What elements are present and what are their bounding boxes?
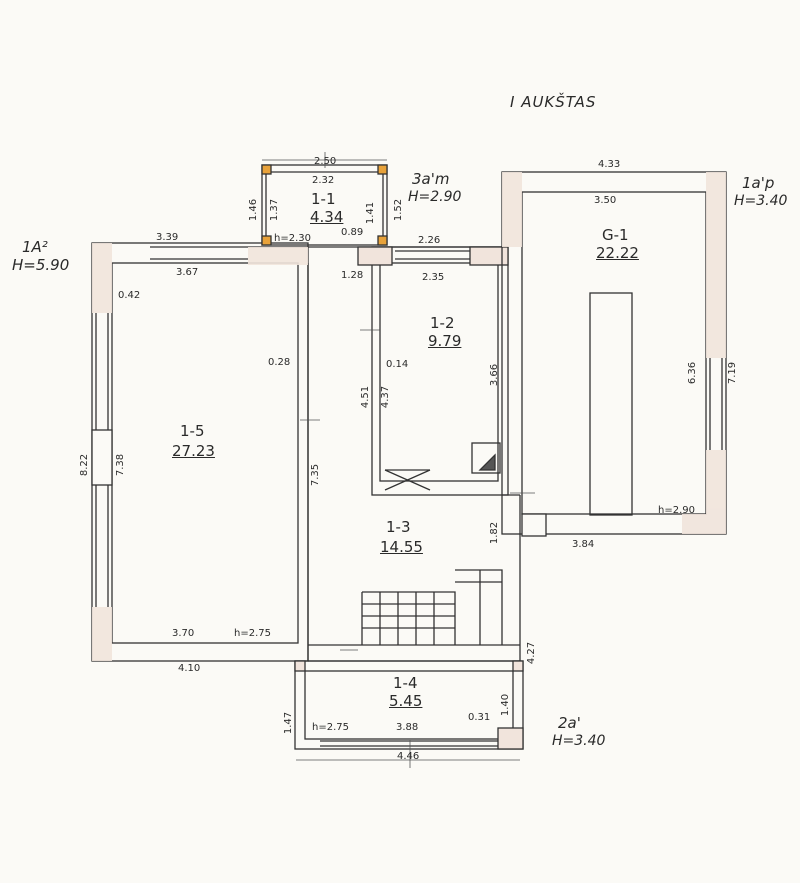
dim-4-33: 4.33 (598, 159, 621, 170)
dim-3-67: 3.67 (176, 267, 199, 278)
room-g-1-area: 22.22 (596, 244, 639, 262)
room-1-3-area: 14.55 (380, 538, 423, 556)
dim-7-35: 7.35 (310, 463, 322, 487)
dim-2-26: 2.26 (418, 235, 441, 246)
dim-7-19: 7.19 (727, 361, 739, 385)
wall-room-1-2 (371, 246, 509, 496)
dim-h-2-75-room: h=2.75 (234, 628, 271, 639)
dim-2-32: 2.32 (312, 175, 335, 186)
dim-8-22: 8.22 (79, 453, 91, 477)
dim-2-50: 2.50 (314, 156, 337, 167)
dim-1-28: 1.28 (341, 270, 364, 281)
dim-3-88: 3.88 (396, 722, 419, 733)
floor-title: I AUKŠTAS (510, 93, 597, 111)
dim-1-82: 1.82 (489, 521, 501, 545)
room-1-2-area: 9.79 (428, 332, 462, 350)
wall-room-1-1 (261, 164, 388, 246)
dim-3-39: 3.39 (156, 232, 179, 243)
dim-3-66: 3.66 (489, 363, 501, 387)
volume-height-3am: H=2.90 (408, 189, 462, 205)
dim-1-46: 1.46 (248, 198, 260, 222)
dim-1-37: 1.37 (269, 198, 281, 222)
room-1-2-code: 1-2 (430, 314, 455, 332)
wall-porch-1-4 (294, 660, 524, 750)
dim-1-40: 1.40 (500, 693, 512, 717)
dim-h-2-75-porch: h=2.75 (312, 722, 349, 733)
room-1-5-code: 1-5 (180, 422, 205, 440)
dim-0-31: 0.31 (468, 712, 491, 723)
room-1-1-area: 4.34 (310, 208, 344, 226)
dim-h-2-90: h=2.90 (658, 505, 695, 516)
dim-3-84: 3.84 (572, 539, 595, 550)
dim-4-51: 4.51 (360, 385, 372, 409)
room-1-1-code: 1-1 (311, 190, 336, 208)
room-g-1-code: G-1 (602, 226, 629, 244)
dim-h-2-30: h=2.30 (274, 233, 311, 244)
dim-7-38: 7.38 (115, 453, 127, 477)
volume-code-1ap: 1a'p (742, 174, 775, 192)
dim-1-52: 1.52 (393, 198, 405, 222)
dim-0-42: 0.42 (118, 290, 141, 301)
volume-height-1ap: H=3.40 (734, 193, 788, 209)
dim-4-37: 4.37 (380, 385, 392, 409)
dim-2-35: 2.35 (422, 272, 445, 283)
dim-3-70: 3.70 (172, 628, 195, 639)
dim-3-50: 3.50 (594, 195, 617, 206)
volume-code-1A2: 1A² (22, 238, 48, 256)
volume-code-2a: 2a' (558, 714, 581, 732)
dim-6-36: 6.36 (687, 361, 699, 385)
dim-4-46: 4.46 (397, 751, 420, 762)
room-1-3-code: 1-3 (386, 518, 411, 536)
volume-code-3am: 3a'm (412, 170, 450, 188)
dim-4-27: 4.27 (526, 641, 538, 665)
room-1-4-code: 1-4 (393, 674, 418, 692)
room-1-5-area: 27.23 (172, 442, 215, 460)
dim-0-89: 0.89 (341, 227, 364, 238)
dim-1-47: 1.47 (283, 711, 295, 735)
dim-0-28: 0.28 (268, 357, 291, 368)
volume-height-1A2: H=5.90 (12, 256, 70, 274)
dim-0-14: 0.14 (386, 359, 409, 370)
dim-4-10: 4.10 (178, 663, 201, 674)
volume-height-2a: H=3.40 (552, 733, 606, 749)
dim-1-41: 1.41 (365, 201, 377, 225)
room-1-4-area: 5.45 (389, 692, 423, 710)
